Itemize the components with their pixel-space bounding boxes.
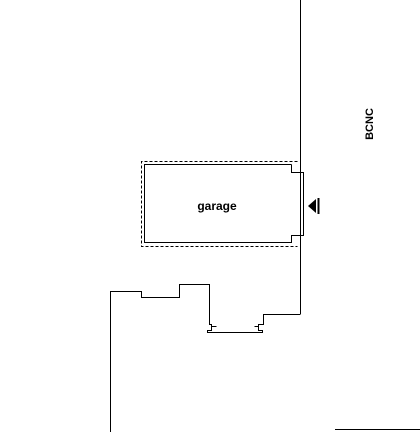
entrance-arrow-icon	[308, 198, 320, 214]
stepped-wall-south	[110, 284, 301, 432]
garage-door-recess	[300, 172, 304, 236]
bcnc-label: BCNC	[364, 108, 376, 140]
garage-label: garage	[197, 199, 237, 213]
garage-outline	[144, 164, 301, 243]
garage-dashed-outline	[141, 161, 298, 247]
